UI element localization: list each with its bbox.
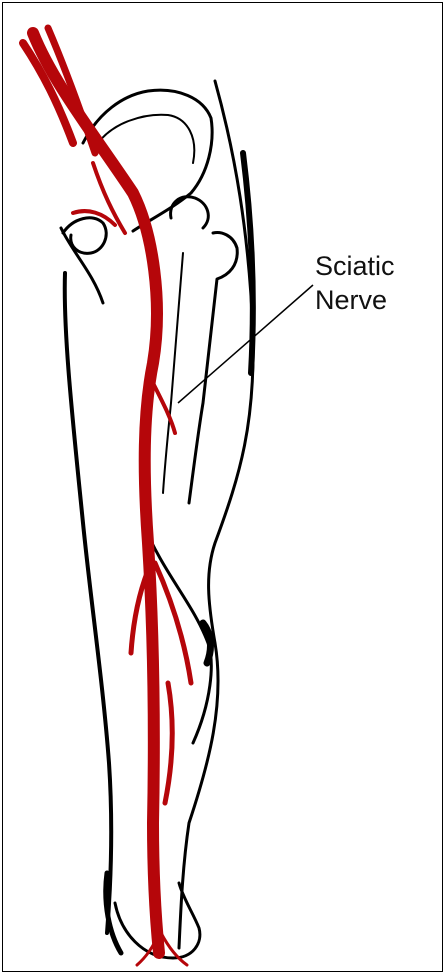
leg-outline-left [65,273,111,933]
leg-illustration [3,3,443,972]
label-line-2: Nerve [315,283,395,317]
sacrum [63,218,106,254]
label-leader-line [178,285,313,403]
leg-outline-right [179,81,253,948]
femur-shaft-inner [163,253,183,493]
label-line-1: Sciatic [315,249,395,283]
sciatic-nerve-label: Sciatic Nerve [315,249,395,317]
femur-head [171,197,209,228]
nerve-branch-calf [165,683,172,803]
femur-shaft [189,233,237,503]
nerve-branch-foot-2 [161,933,187,965]
buttock-outline [61,228,103,303]
